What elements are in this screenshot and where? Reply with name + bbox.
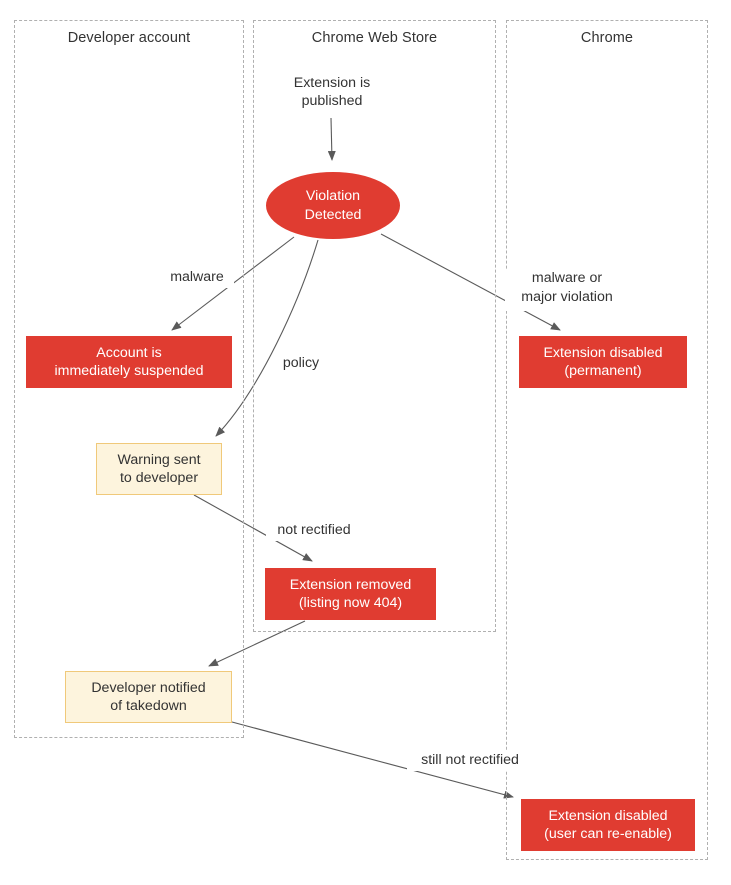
edge-label-not-rectified: not rectified	[266, 521, 362, 541]
edge-label-policy: policy	[274, 354, 328, 374]
swimlane-chrome: Chrome	[506, 20, 708, 860]
node-extension-disabled-reenable[interactable]: Extension disabled (user can re-enable)	[521, 799, 695, 851]
swimlane-title-chrome-web-store: Chrome Web Store	[311, 30, 438, 46]
node-extension-disabled-permanent[interactable]: Extension disabled (permanent)	[519, 336, 687, 388]
swimlane-title-developer-account: Developer account	[67, 30, 191, 46]
node-developer-notified[interactable]: Developer notified of takedown	[65, 671, 232, 723]
edge-label-malware: malware	[160, 268, 234, 288]
edge-label-malware-or-major-violation: malware or major violation	[505, 269, 629, 311]
edge-label-still-not-rectified: still not rectified	[407, 751, 533, 771]
node-extension-published[interactable]: Extension is published	[293, 74, 371, 109]
swimlane-chrome-web-store: Chrome Web Store	[253, 20, 496, 632]
swimlane-developer-account: Developer account	[14, 20, 244, 738]
node-account-suspended[interactable]: Account is immediately suspended	[26, 336, 232, 388]
swimlane-title-chrome: Chrome	[580, 30, 634, 46]
node-warning-sent[interactable]: Warning sent to developer	[96, 443, 222, 495]
node-violation-detected[interactable]: Violation Detected	[266, 172, 400, 239]
node-extension-removed[interactable]: Extension removed (listing now 404)	[265, 568, 436, 620]
